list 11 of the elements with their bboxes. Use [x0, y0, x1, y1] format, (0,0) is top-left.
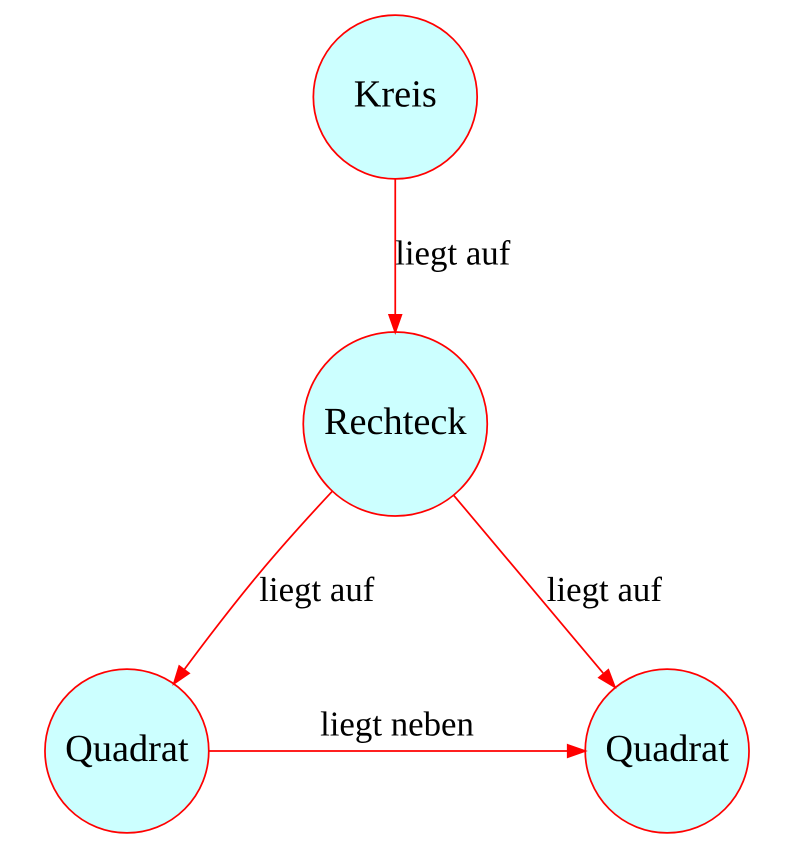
edge-label: liegt auf — [394, 233, 510, 272]
arrow — [452, 494, 616, 690]
edge-label: liegt auf — [546, 570, 662, 610]
node-circle: Kreis — [312, 14, 478, 180]
arrow — [172, 490, 332, 686]
arrow — [208, 744, 588, 758]
node-circle: Rechteck — [302, 331, 488, 517]
edge-label: liegt neben — [320, 704, 474, 744]
node-circle: Quadrat — [44, 668, 210, 834]
edge-label: liegt auf — [258, 570, 374, 610]
arrow — [387, 180, 402, 335]
